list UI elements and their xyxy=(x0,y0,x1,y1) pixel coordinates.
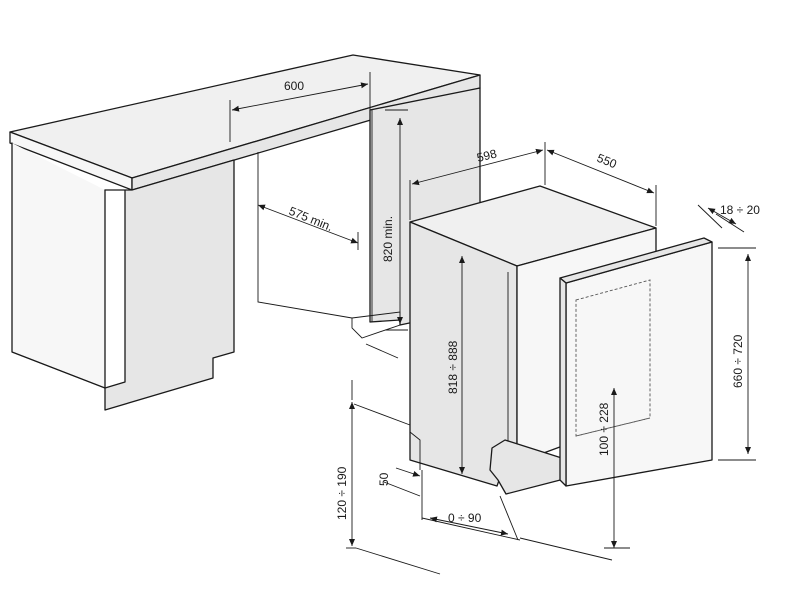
decor-panel xyxy=(559,237,713,487)
niche-back-wall xyxy=(257,152,353,319)
label-worktop-width: 600 xyxy=(284,79,304,93)
label-panel-thickness: 18 ÷ 20 xyxy=(720,203,760,217)
right-cabinet-plinth xyxy=(351,311,401,339)
dim-line-worktop-width xyxy=(231,82,369,112)
label-plinth-height: 120 ÷ 190 xyxy=(335,466,349,520)
label-niche-height: 820 min. xyxy=(381,216,395,262)
panel-left-edge xyxy=(559,277,567,487)
dimension-lines xyxy=(229,72,756,575)
left-cabinet-base xyxy=(11,351,106,389)
dim-line-panel-thickness xyxy=(707,207,737,225)
label-appliance-width: 598 xyxy=(475,146,498,165)
label-foot-adjust: 0 ÷ 90 xyxy=(448,511,482,525)
panel-hidden-line xyxy=(575,417,651,437)
dishwasher-kick-plinth xyxy=(489,439,569,495)
label-plinth-offset: 50 xyxy=(377,472,391,486)
label-door-lift: 100 ÷ 228 xyxy=(597,402,611,456)
label-appliance-depth: 550 xyxy=(595,151,619,172)
label-panel-height: 660 ÷ 720 xyxy=(731,334,745,388)
label-niche-depth: 575 min. xyxy=(287,204,335,234)
dim-line-appliance-width xyxy=(411,148,544,186)
dim-line-appliance-depth xyxy=(546,149,655,194)
left-cabinet-side xyxy=(104,159,235,411)
dishwasher-foot-left xyxy=(409,431,421,470)
panel-hidden-door-outline xyxy=(575,279,651,437)
dim-line-niche-depth xyxy=(257,204,359,244)
label-appliance-height: 818 ÷ 888 xyxy=(446,340,460,394)
panel-front xyxy=(565,241,713,487)
left-cabinet-front xyxy=(11,142,106,389)
dim-line-plinth-offset xyxy=(395,467,421,477)
dim-line-foot-adjust xyxy=(429,516,509,536)
